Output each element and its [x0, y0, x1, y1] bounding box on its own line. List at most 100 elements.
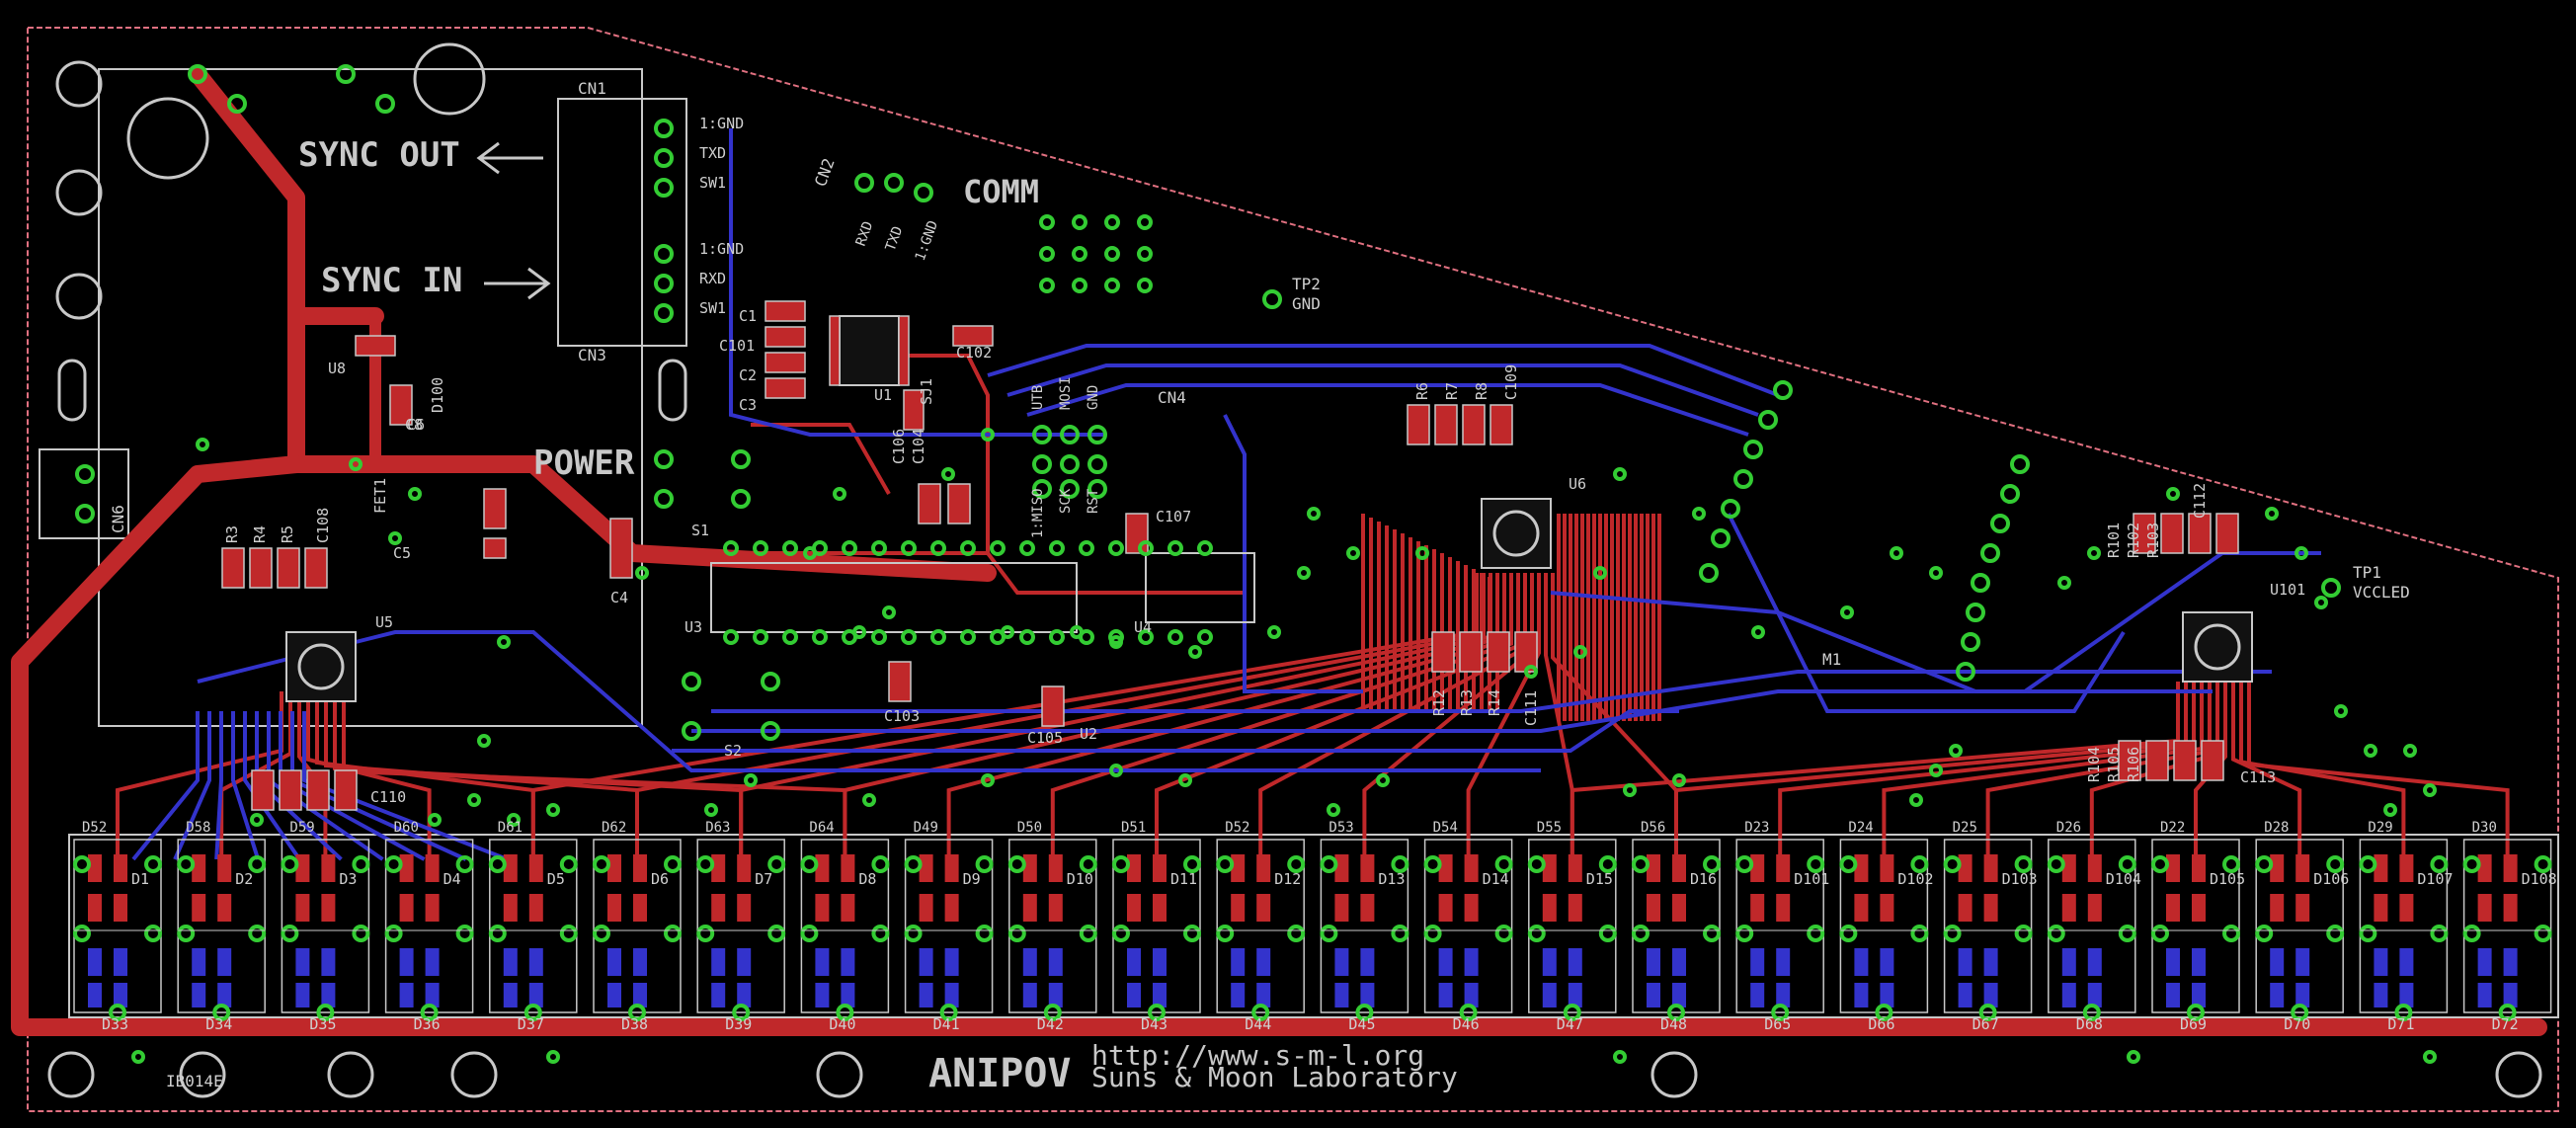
component-label: D100: [429, 377, 446, 413]
cn3-pin-2: RXD: [699, 270, 726, 287]
component-label: SJ1: [918, 378, 935, 405]
url-label: http://www.s-m-l.org: [1091, 1039, 1424, 1072]
component-label: R13: [1458, 689, 1476, 716]
component-label: C108: [314, 508, 332, 543]
led-footprint: [1943, 839, 2033, 1021]
led-footprint: [384, 839, 474, 1021]
led-label-upper: D52: [1225, 820, 1249, 836]
silk-frames: [39, 68, 2559, 1018]
led-footprint: [1423, 839, 1513, 1021]
cn3-label: CN3: [578, 346, 606, 364]
led-label-bottom: D67: [1972, 1015, 1999, 1033]
led-footprint: [1112, 839, 1201, 1021]
led-label-bottom: D39: [725, 1015, 752, 1033]
cn6-label: CN6: [109, 505, 127, 533]
led-footprint: [2047, 839, 2136, 1021]
led-label-bottom: D70: [2284, 1015, 2310, 1033]
component-label: C106: [890, 429, 908, 464]
tp2-label: TP2: [1292, 275, 1321, 293]
cn2-pin-3: 1:GND: [913, 218, 941, 263]
led-label-bottom: D43: [1141, 1015, 1167, 1033]
top-copper-traces: [116, 354, 2510, 859]
led-label-top: D102: [1897, 870, 1933, 888]
led-label-top: D16: [1690, 870, 1717, 888]
component-label: U8: [328, 360, 346, 377]
led-label-bottom: D34: [205, 1015, 232, 1033]
led-label-bottom: D37: [518, 1015, 544, 1033]
silk-arrows: [476, 141, 551, 300]
led-label-top: D104: [2106, 870, 2141, 888]
led-label-bottom: D48: [1660, 1015, 1687, 1033]
led-label-bottom: D42: [1037, 1015, 1064, 1033]
m1-label: M1: [1822, 650, 1841, 669]
led-label-upper: D22: [2160, 820, 2185, 836]
component-label: R7: [1443, 382, 1461, 400]
component-label: C110: [370, 788, 406, 806]
led-label-top: D108: [2522, 870, 2557, 888]
component-label: C3: [739, 396, 757, 414]
component-label: U4: [1134, 618, 1152, 636]
led-label-upper: D29: [2368, 820, 2392, 836]
led-label-upper: D50: [1017, 820, 1042, 836]
led-label-upper: D55: [1537, 820, 1562, 836]
component-label: R6: [1413, 382, 1431, 400]
led-label-bottom: D47: [1557, 1015, 1583, 1033]
component-label: U1: [874, 386, 892, 404]
led-label-upper: D52: [82, 820, 107, 836]
cn4-label: CN4: [1158, 388, 1186, 407]
component-label: C2: [739, 366, 757, 384]
component-label: R4: [251, 525, 269, 543]
led-label-top: D105: [2210, 870, 2245, 888]
cn4-pin-1: 1:MISO: [1030, 488, 1046, 538]
gnd-label: GND: [1292, 294, 1321, 313]
led-label-top: D2: [235, 870, 253, 888]
cn1-pin-2: TXD: [699, 144, 726, 162]
led-label-top: D13: [1378, 870, 1405, 888]
led-label-upper: D62: [602, 820, 626, 836]
cn4-pin-6: GND: [1086, 385, 1101, 410]
component-label: C112: [2191, 483, 2209, 519]
led-label-upper: D59: [289, 820, 314, 836]
led-label-bottom: D45: [1348, 1015, 1375, 1033]
led-label-upper: D23: [1744, 820, 1769, 836]
component-label: C4: [610, 589, 628, 606]
led-label-bottom: D46: [1453, 1015, 1480, 1033]
led-label-top: D4: [443, 870, 461, 888]
component-label: U101: [2270, 581, 2305, 599]
component-label: FET1: [371, 478, 389, 514]
led-label-top: D15: [1586, 870, 1613, 888]
component-label: C107: [1156, 508, 1191, 525]
led-label-top: D3: [339, 870, 357, 888]
led-footprint: [2359, 839, 2449, 1021]
led-label-bottom: D68: [2076, 1015, 2103, 1033]
component-label: C111: [1522, 690, 1540, 726]
tp1-label: TP1: [2353, 563, 2381, 582]
bottom-copper-traces: [131, 128, 2321, 861]
led-label-bottom: D72: [2492, 1015, 2519, 1033]
led-label-top: D8: [858, 870, 876, 888]
led-footprint: [696, 839, 786, 1021]
component-label: C102: [956, 344, 992, 362]
led-footprint: [2151, 839, 2240, 1021]
led-footprint: [904, 839, 994, 1021]
led-label-upper: D28: [2264, 820, 2289, 836]
component-label: U2: [1080, 725, 1097, 743]
component-label: C5: [393, 544, 411, 562]
led-footprint: [73, 839, 162, 1021]
led-label-top: D1: [131, 870, 149, 888]
vccled-label: VCCLED: [2353, 583, 2410, 602]
led-label-upper: D49: [914, 820, 938, 836]
component-label: U5: [375, 613, 393, 631]
led-label-upper: D60: [394, 820, 419, 836]
component-label: C109: [1502, 364, 1520, 400]
led-footprint: [1527, 839, 1617, 1021]
led-label-bottom: D35: [309, 1015, 336, 1033]
vias: [75, 64, 2437, 1064]
led-label-upper: D56: [1641, 820, 1665, 836]
component-label: R14: [1486, 689, 1503, 716]
top-copper-power: [11, 65, 2547, 1036]
led-label-bottom: D44: [1245, 1015, 1271, 1033]
component-label: C103: [884, 707, 920, 725]
led-label-upper: D64: [809, 820, 834, 836]
